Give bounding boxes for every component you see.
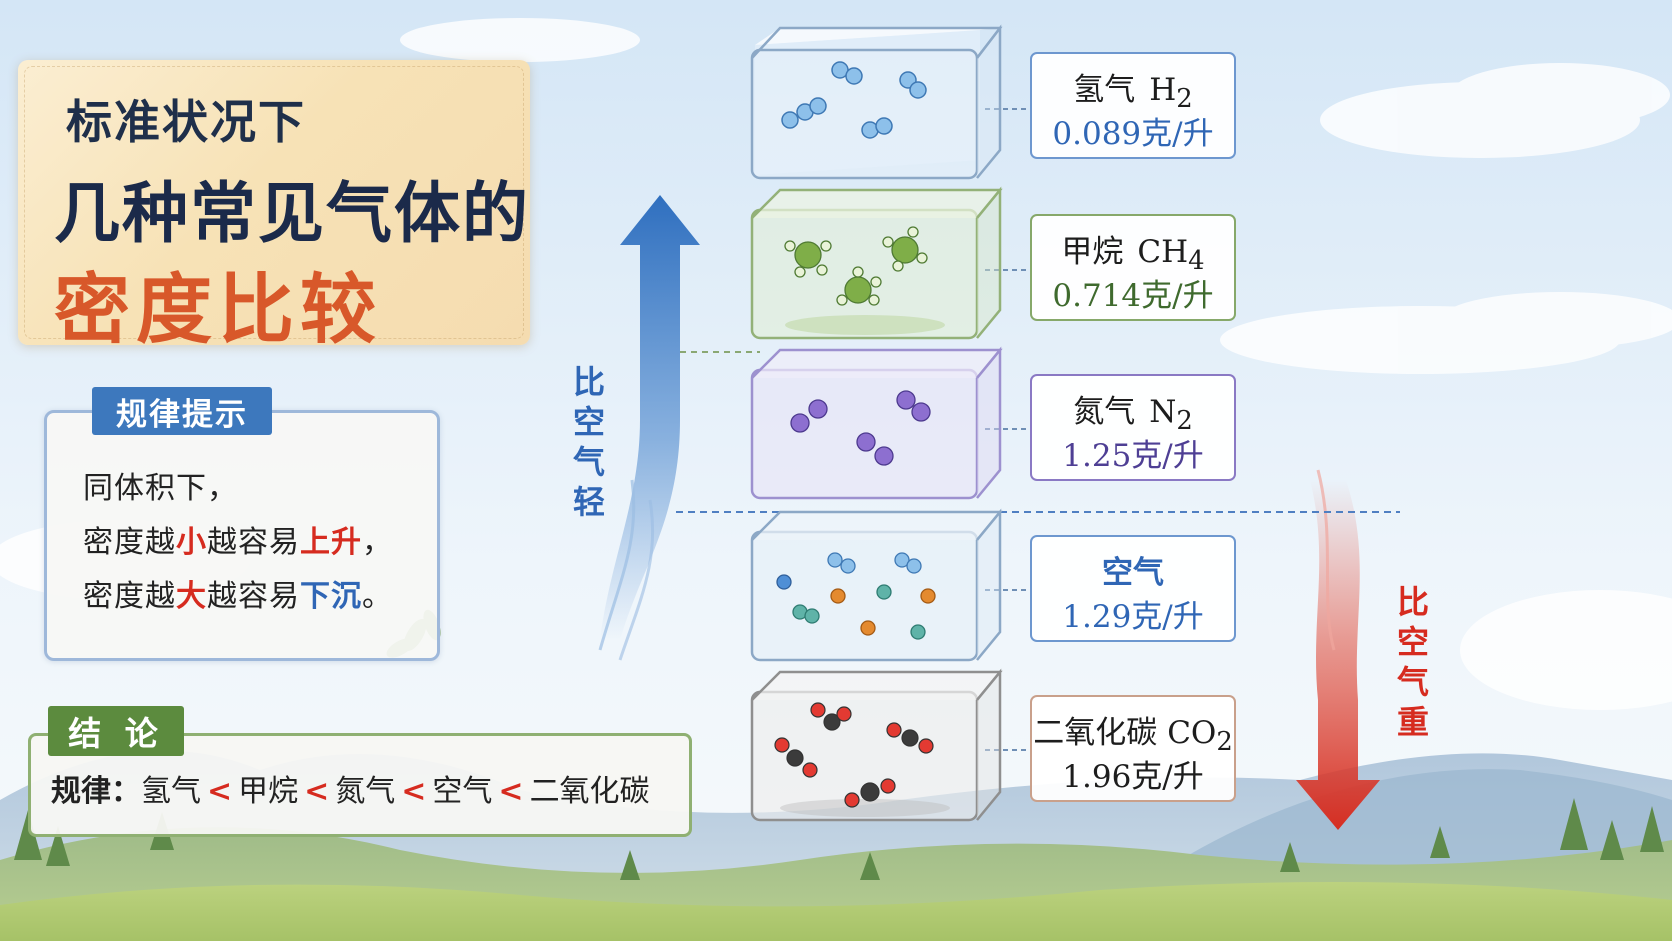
title-line-2: 几种常见气体的 <box>54 174 530 252</box>
conclusion-heading: 结 论 <box>48 706 184 756</box>
nitrogen-molecules <box>790 390 931 466</box>
air-density: 1.29克/升 <box>1062 599 1204 635</box>
title-line-1: 标准状况下 <box>66 95 306 149</box>
methane-box <box>750 186 1003 340</box>
title-card: 标准状况下 几种常见气体的 密度比较 <box>18 60 530 354</box>
hydrogen-density: 0.089克/升 <box>1052 116 1214 152</box>
sink-arrow <box>1296 469 1380 830</box>
co2-density: 1.96克/升 <box>1062 759 1204 795</box>
tip-line-2: 密度越小越容易上升， <box>83 525 393 560</box>
rise-arrow <box>598 195 700 661</box>
methane-molecules <box>784 226 928 306</box>
methane-density: 0.714克/升 <box>1052 278 1214 314</box>
nitrogen-density: 1.25克/升 <box>1062 438 1204 474</box>
tips-heading: 规律提示 <box>92 387 272 435</box>
lighter-than-air-label: 比空气轻 <box>568 365 606 525</box>
tip-line-3: 密度越大越容易下沉。 <box>83 579 393 614</box>
co2-molecules <box>774 702 934 808</box>
tips-card: 同体积下， 密度越小越容易上升， 密度越大越容易下沉。 <box>44 410 440 661</box>
nitrogen-box <box>750 346 1003 500</box>
carbon-dioxide-box <box>750 668 1003 822</box>
air-label: 空气 1.29克/升 <box>1030 535 1236 642</box>
title-line-3: 密度比较 <box>54 265 382 354</box>
conclusion-text: 规律：氢气<甲烷<氮气<空气<二氧化碳 <box>51 774 650 809</box>
tip-line-1: 同体积下， <box>83 471 238 506</box>
air-box <box>750 508 1003 662</box>
hydrogen-box <box>750 24 1003 180</box>
heavier-than-air-label: 比空气重 <box>1392 585 1430 745</box>
hydrogen-molecules <box>781 61 927 139</box>
air-molecules <box>776 552 936 640</box>
